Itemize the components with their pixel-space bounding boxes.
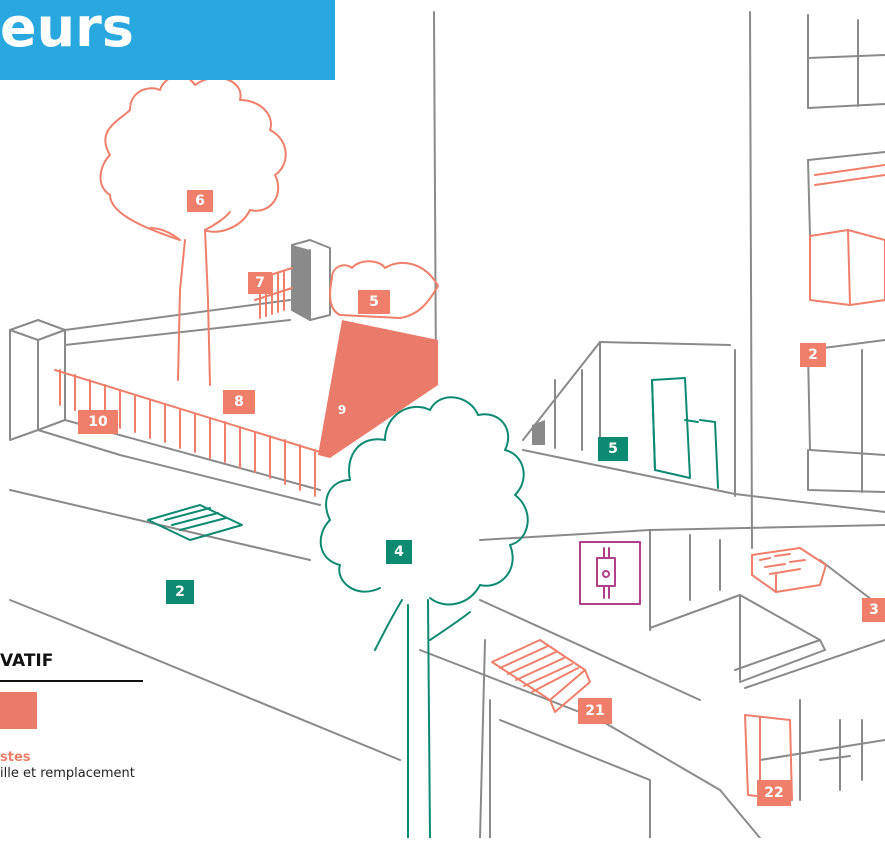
gate-post-shade [292,245,310,320]
marker-7: 7 [248,272,272,294]
legend-label: stes [0,750,31,765]
marker-2-balcony: 2 [800,343,826,367]
meter-frame [579,541,641,605]
marker-2-sidewalk: 2 [166,580,194,604]
title-banner: eurs [0,0,335,80]
legend-divider [0,680,143,682]
marker-5-door: 5 [598,437,628,461]
marker-9: 9 [337,403,347,417]
marker-21: 21 [578,698,612,724]
marker-22: 22 [757,780,791,806]
marker-10: 10 [78,410,118,434]
meter-icon [596,547,616,599]
legend-description: ille et remplacement [0,766,135,781]
building-outlines [9,11,885,839]
marker-3: 3 [862,598,885,622]
public-elements [147,377,719,839]
marker-6: 6 [187,190,213,212]
marker-4: 4 [386,540,412,564]
legend-heading: VATIF [0,651,54,671]
page-title: eurs [0,0,134,59]
lawn-area [318,320,438,458]
legend-swatch [0,692,37,729]
marker-5-bush: 5 [358,290,390,314]
private-elements [54,75,885,801]
marker-8: 8 [223,390,255,414]
